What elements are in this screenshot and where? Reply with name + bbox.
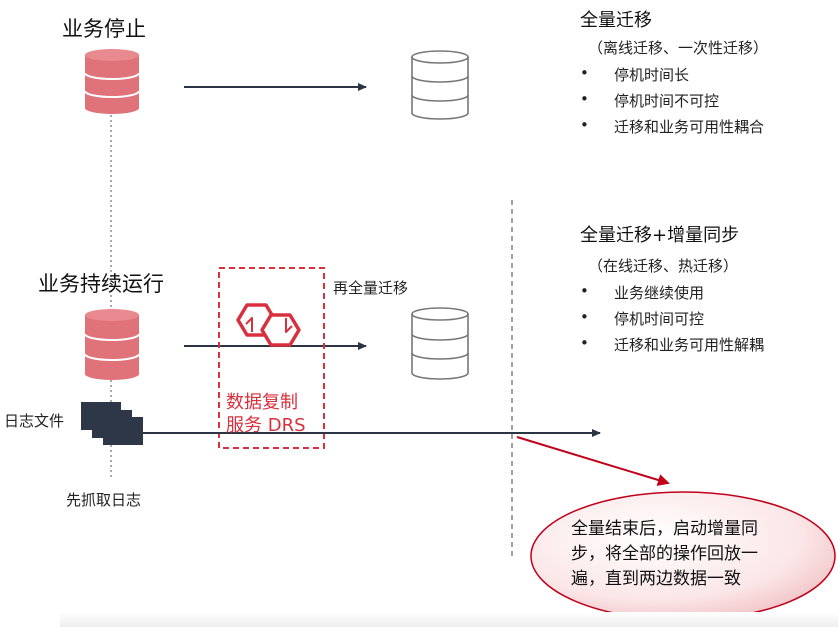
incremental-bullet: 业务继续使用 (614, 284, 705, 302)
incremental-bullet: 停机时间可控 (614, 310, 705, 328)
callout-text: 全量结束后，启动增量同 步，将全部的操作回放一 遍，直到两边数据一致 (571, 517, 758, 592)
bottom-shadow-band (60, 612, 838, 627)
log-file-icon (81, 402, 143, 445)
stop-title: 业务停止 (62, 17, 146, 41)
source-database-icon-stopped (84, 49, 140, 114)
capture-log-label: 先抓取日志 (66, 491, 142, 509)
callout-line2: 步，将全部的操作回放一 (571, 544, 758, 564)
bullet-symbol: • (580, 308, 589, 326)
drs-label-line1: 数据复制 (226, 392, 298, 413)
full-migration-bullet: 迁移和业务可用性耦合 (614, 118, 765, 136)
bullet-symbol: • (580, 90, 589, 108)
bullet-symbol: • (580, 64, 589, 82)
full-migration-bullet: 停机时间长 (614, 66, 690, 84)
incremental-title: 全量迁移+增量同步 (580, 225, 740, 246)
bullet-symbol: • (580, 334, 589, 352)
drs-label: 数据复制 服务 DRS (226, 391, 306, 437)
callout-line3: 遍，直到两边数据一致 (571, 569, 741, 589)
callout-line1: 全量结束后，启动增量同 (571, 519, 758, 539)
drs-box (218, 267, 325, 449)
full-migration-bullet: 停机时间不可控 (614, 92, 720, 110)
re-full-migration-label: 再全量迁移 (333, 279, 409, 297)
bullet-symbol: • (580, 116, 589, 134)
incremental-subtitle: （在线迁移、热迁移） (588, 257, 739, 275)
full-migration-title: 全量迁移 (580, 10, 652, 31)
callout-pointer-arrow (516, 436, 670, 486)
source-database-icon-running (84, 309, 140, 380)
drs-label-line2: 服务 DRS (226, 415, 306, 436)
target-database-icon-top (411, 50, 469, 120)
target-database-icon-bottom (411, 307, 469, 380)
incremental-bullet: 迁移和业务可用性解耦 (614, 336, 765, 354)
full-migration-subtitle: （离线迁移、一次性迁移） (588, 39, 769, 57)
bullet-symbol: • (580, 282, 589, 300)
drs-logo-icon (236, 303, 301, 347)
running-title: 业务持续运行 (38, 272, 164, 296)
log-file-label: 日志文件 (4, 412, 65, 430)
